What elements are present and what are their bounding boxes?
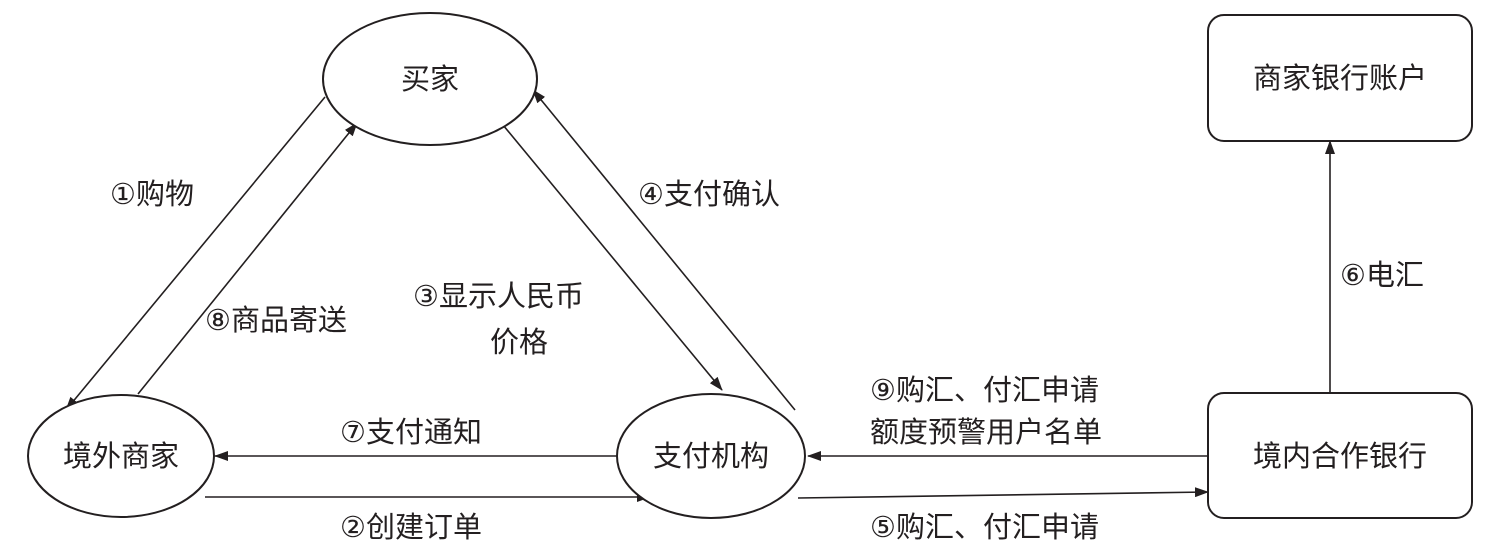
node-buyer-label: 买家 xyxy=(401,62,459,96)
edge-label-3-line2: 价格 xyxy=(490,325,548,359)
arrow-payment-to-buyer xyxy=(532,89,796,411)
node-overseas-merchant-label: 境外商家 xyxy=(63,439,179,473)
edge-label-1: ①购物 xyxy=(110,177,194,211)
node-payment-institution: 支付机构 xyxy=(616,393,806,519)
arrow-buyer-to-payment xyxy=(502,124,723,391)
edge-label-7: ⑦支付通知 xyxy=(340,415,482,449)
edge-label-4: ④支付确认 xyxy=(638,177,780,211)
node-domestic-bank: 境内合作银行 xyxy=(1207,392,1473,519)
edge-label-2: ②创建订单 xyxy=(340,510,482,544)
node-domestic-bank-label: 境内合作银行 xyxy=(1253,439,1427,473)
edge-label-5: ⑤购汇、付汇申请 xyxy=(870,510,1099,544)
edge-label-3-line1: ③显示人民币 xyxy=(413,279,584,313)
node-buyer: 买家 xyxy=(322,12,538,146)
arrow-payment-to-bank xyxy=(797,487,1209,499)
edge-label-9-line1: ⑨购汇、付汇申请 xyxy=(870,373,1099,407)
node-overseas-merchant: 境外商家 xyxy=(27,394,215,518)
node-payment-institution-label: 支付机构 xyxy=(653,439,769,473)
node-merchant-bank-account: 商家银行账户 xyxy=(1207,14,1473,142)
arrow-merchant-to-buyer xyxy=(137,122,358,395)
edge-label-6: ⑥电汇 xyxy=(1340,258,1424,292)
arrow-buyer-to-merchant xyxy=(65,96,326,411)
edge-label-8: ⑧商品寄送 xyxy=(205,303,347,337)
node-merchant-bank-account-label: 商家银行账户 xyxy=(1253,61,1427,95)
edge-label-9-line2: 额度预警用户名单 xyxy=(870,415,1102,449)
